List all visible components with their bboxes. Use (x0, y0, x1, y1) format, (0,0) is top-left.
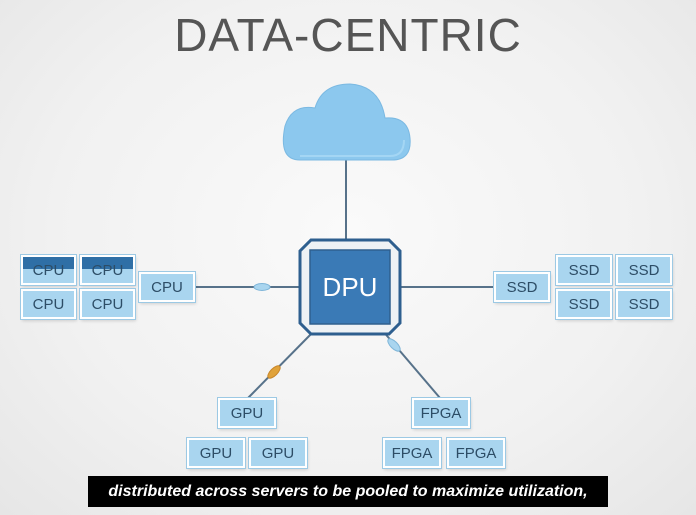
ssd-grid-box: SSD (556, 289, 612, 319)
gpu-data-packet (267, 365, 281, 379)
gpu-grid-box: GPU (249, 438, 307, 468)
fpga-grid-box: FPGA (383, 438, 441, 468)
subtitle-caption: distributed across servers to be pooled … (88, 476, 608, 507)
ssd-grid-box: SSD (616, 289, 672, 319)
ssd-link-box: SSD (494, 272, 550, 302)
cpu-grid-box: CPU (80, 289, 135, 319)
gpu-link-box: GPU (218, 398, 276, 428)
fpga-grid-box: FPGA (447, 438, 505, 468)
ssd-grid-box: SSD (556, 255, 612, 285)
cpu-data-packet (253, 283, 271, 291)
cpu-link-box: CPU (139, 272, 195, 302)
cloud-icon (282, 83, 411, 161)
dpu-label: DPU (323, 272, 378, 302)
fpga-data-packet (387, 338, 401, 352)
dpu-chip: DPU (298, 238, 402, 336)
diagram-title: DATA-CENTRIC (174, 9, 522, 61)
gpu-grid-box: GPU (187, 438, 245, 468)
ssd-grid-box: SSD (616, 255, 672, 285)
gpu-connector-line (247, 329, 316, 399)
fpga-link-box: FPGA (412, 398, 470, 428)
cpu-grid-box: CPU (80, 255, 135, 285)
cpu-grid-box: CPU (21, 255, 76, 285)
cpu-grid-box: CPU (21, 289, 76, 319)
